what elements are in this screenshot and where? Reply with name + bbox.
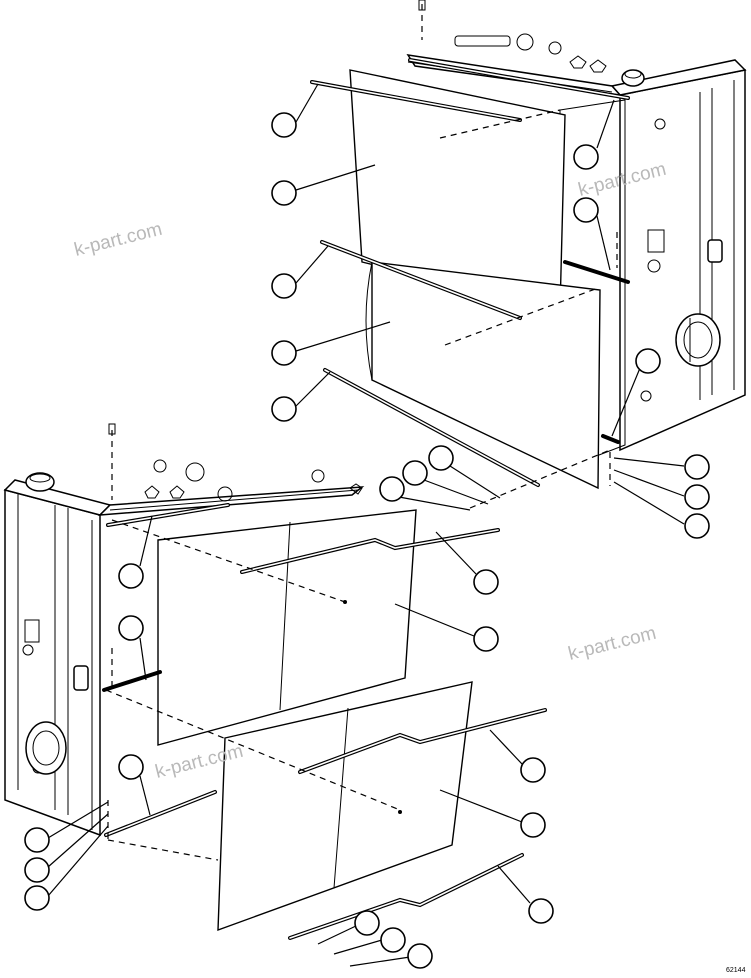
callout-circle <box>528 898 554 924</box>
callout-circle <box>271 396 297 422</box>
callout-circle <box>684 454 710 480</box>
callout-circle <box>573 144 599 170</box>
callout-circle <box>573 197 599 223</box>
callout-circle <box>402 460 428 486</box>
upper-dashed-lines <box>439 109 618 509</box>
callout-circle <box>635 348 661 374</box>
lower-housing <box>3 423 365 837</box>
callout-circle <box>118 754 144 780</box>
callout-circle <box>118 615 144 641</box>
upper-rods <box>310 58 630 487</box>
callout-circle <box>118 563 144 589</box>
callout-circle <box>473 626 499 652</box>
callout-circle <box>473 569 499 595</box>
callout-circle <box>271 112 297 138</box>
callout-circle <box>520 757 546 783</box>
lower-panel-b <box>217 681 473 932</box>
figure-number: 62144 <box>726 967 746 974</box>
watermark-text: k-part.com <box>72 219 164 261</box>
callout-circle <box>24 827 50 853</box>
lower-callouts <box>24 515 554 969</box>
callout-circle <box>380 927 406 953</box>
callout-circle <box>407 943 433 969</box>
callout-circle <box>520 812 546 838</box>
watermark-text: k-part.com <box>566 623 658 665</box>
callout-circle <box>379 476 405 502</box>
upper-callouts <box>271 83 710 539</box>
callout-circle <box>24 857 50 883</box>
callout-circle <box>271 273 297 299</box>
callout-circle <box>428 445 454 471</box>
callout-circle <box>684 484 710 510</box>
callout-circle <box>271 180 297 206</box>
callout-circle <box>354 910 380 936</box>
callout-circle <box>684 513 710 539</box>
lower-dashed-lines <box>105 519 402 861</box>
callout-circle <box>24 885 50 911</box>
upper-panel-b <box>371 261 601 490</box>
lower-rods <box>102 503 547 940</box>
lower-panel-a <box>157 509 417 746</box>
callout-circle <box>271 340 297 366</box>
